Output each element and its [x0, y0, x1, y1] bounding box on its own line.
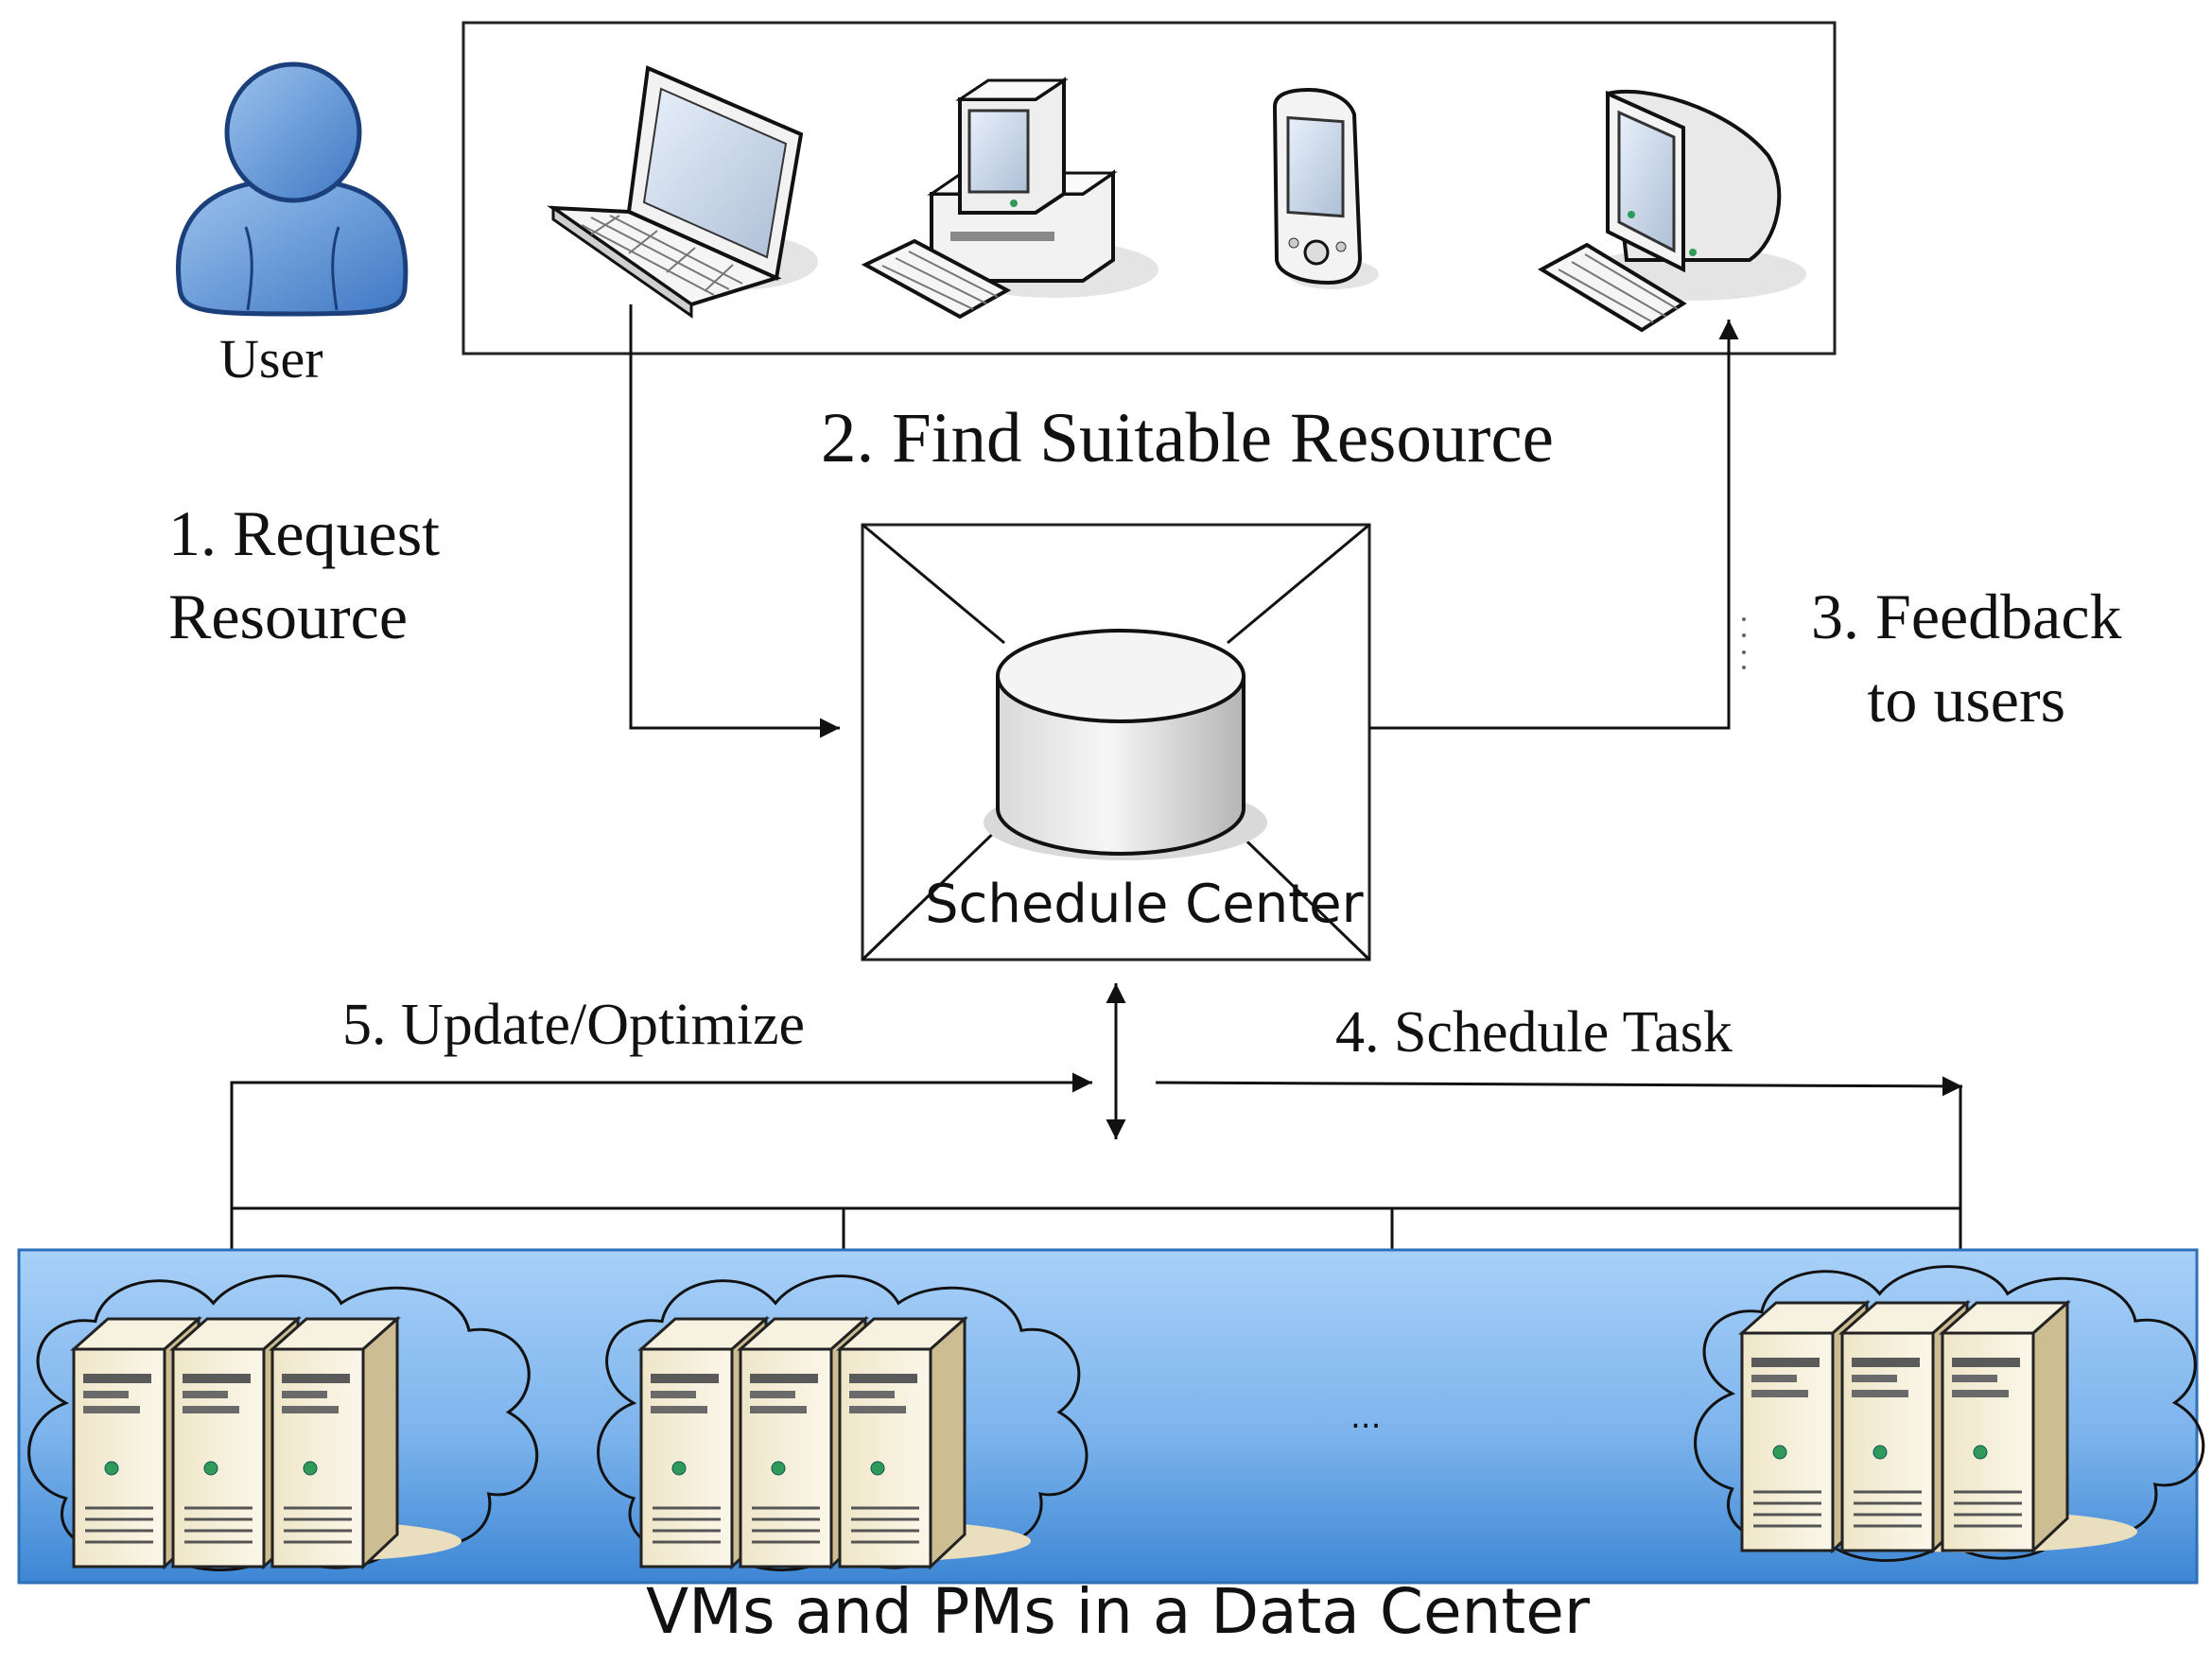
step-feedback-label: 3. Feedback to users [1811, 581, 2122, 736]
step-request-label: 1. Request Resource [168, 497, 441, 652]
step-schedule-label: 4. Schedule Task [1335, 1000, 1733, 1065]
server-group-1 [27, 1274, 539, 1572]
laptop-icon [547, 65, 818, 319]
step-find-label: 2. Find Suitable Resource [821, 399, 1554, 477]
update-arrow [230, 1072, 1092, 1257]
desktop-pc-icon [861, 77, 1158, 320]
request-arrow [629, 304, 840, 738]
step-update-label: 5. Update/Optimize [342, 993, 805, 1057]
pda-icon [1272, 87, 1379, 289]
user-label: User [219, 328, 323, 390]
schedule-center-label: Schedule Center [925, 874, 1364, 935]
server-group-3 [1694, 1265, 2205, 1563]
user-icon [176, 61, 409, 317]
crt-monitor-icon [1537, 89, 1806, 333]
feedback-dots [1742, 617, 1746, 669]
database-cylinder-icon [984, 629, 1267, 860]
datacenter-label: VMs and PMs in a Data Center [646, 1575, 1590, 1648]
ellipsis-label: ... [1350, 1398, 1382, 1436]
schedule-task-arrow [1155, 1076, 1963, 1097]
server-group-2 [597, 1274, 1089, 1572]
feedback-arrow [1369, 320, 1739, 730]
